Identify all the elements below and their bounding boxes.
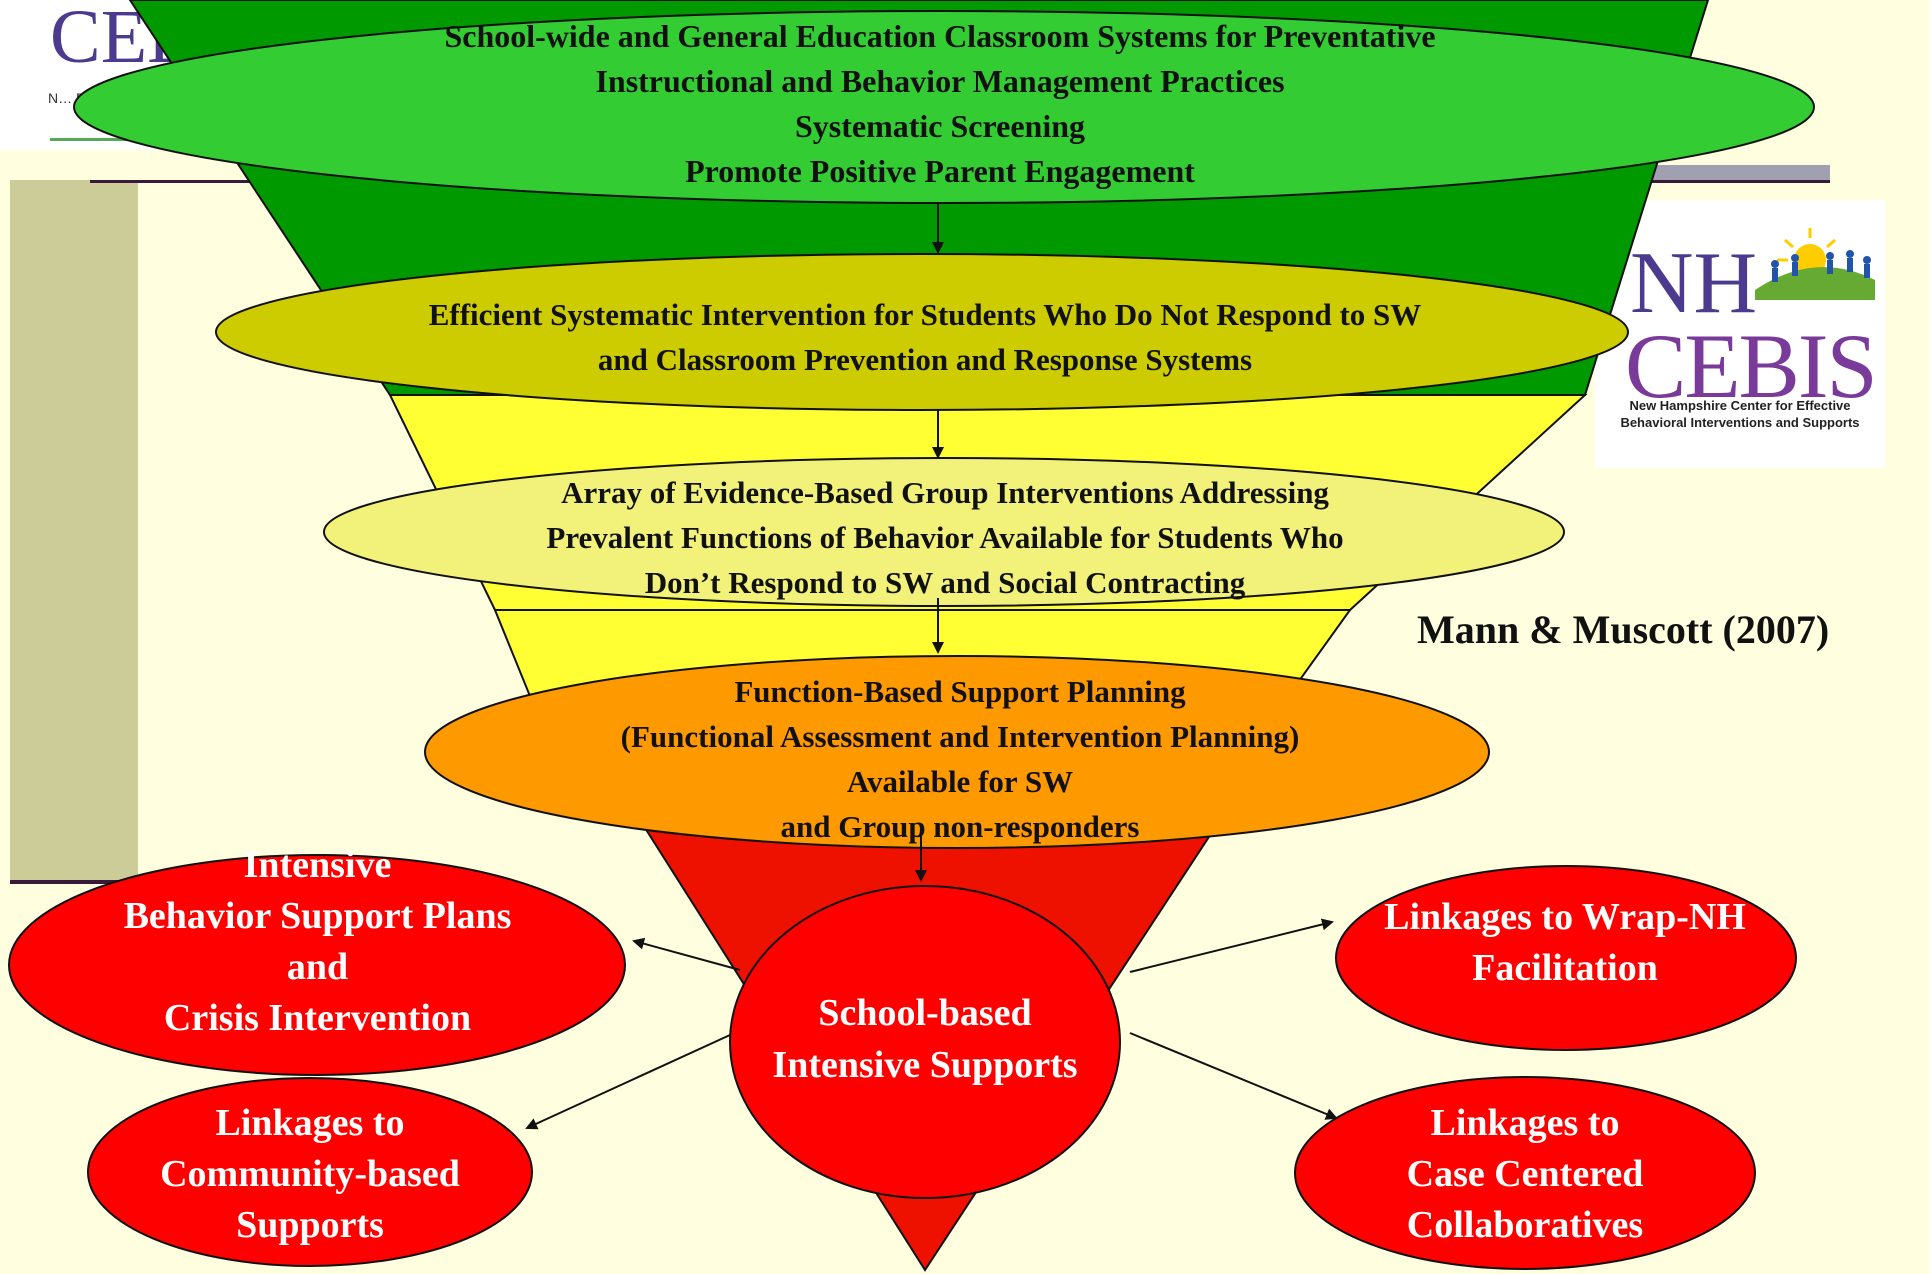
satellite-top-right [1335, 865, 1797, 1051]
tier-2-line: and Classroom Prevention and Response Sy… [597, 342, 1253, 377]
satellite-line: Collaboratives [1406, 1204, 1644, 1246]
satellite-line: Linkages to [1430, 1102, 1620, 1144]
satellite-line: Linkages to Wrap-NH [1384, 896, 1746, 938]
tier-2-line: Efficient Systematic Intervention for St… [428, 297, 1422, 332]
logo-subtitle-2: Behavioral Interventions and Supports [1620, 415, 1860, 430]
satellite-line: Intensive [243, 844, 392, 886]
logo-cebis-text: CEBIS [1625, 315, 1878, 417]
center-node-text: School-based Intensive Supports [730, 987, 1120, 1091]
satellite-line: Crisis Intervention [163, 997, 472, 1039]
tier-2-ellipse [215, 253, 1629, 411]
slide-sidebar [10, 180, 138, 880]
tier-3-text: Array of Evidence-Based Group Interventi… [350, 470, 1540, 605]
arrow-to-bottom-right [1129, 1032, 1338, 1120]
logo-subtitle-1: New Hampshire Center for Effective [1629, 398, 1851, 413]
tier-4-line: and Group non-responders [780, 809, 1140, 844]
sun-people-icon [1755, 228, 1875, 300]
tier-3-line: Array of Evidence-Based Group Interventi… [561, 475, 1329, 510]
tier-4-line: (Functional Assessment and Intervention … [620, 719, 1300, 754]
cebis-logo-rule [50, 138, 180, 141]
tier-1-line: Systematic Screening [794, 108, 1086, 144]
satellite-line: Supports [236, 1204, 384, 1246]
center-node-line: Intensive Supports [772, 1044, 1078, 1086]
satellite-bottom-left-text: Linkages to Community-based Supports [95, 1098, 525, 1251]
arrow-to-top-left [632, 937, 741, 971]
arrow-to-top-right [1129, 918, 1334, 973]
sidebar-rule [10, 880, 160, 884]
satellite-bottom-left [87, 1077, 533, 1267]
tier-1-line: Promote Positive Parent Engagement [685, 153, 1195, 189]
satellite-line: Behavior Support Plans [123, 895, 512, 937]
nh-cebis-logo: NH CEBIS New Hampshire Center for Effect… [1595, 200, 1885, 468]
satellite-line: Facilitation [1472, 947, 1658, 989]
satellite-line: Community-based [160, 1153, 460, 1195]
satellite-bottom-right [1294, 1076, 1756, 1270]
citation: Mann & Muscott (2007) [1417, 607, 1830, 652]
logo-nh-text: NH [1630, 235, 1758, 332]
center-node-line: School-based [818, 992, 1032, 1034]
tier-4-line: Available for SW [846, 764, 1074, 799]
tier-1-line: Instructional and Behavior Management Pr… [595, 63, 1285, 99]
satellite-top-right-text: Linkages to Wrap-NH Facilitation [1340, 892, 1790, 994]
satellite-top-left-text: Intensive Behavior Support Plans and Cri… [50, 840, 585, 1044]
tier-1-ellipse [73, 10, 1815, 204]
tier-4-ellipse [424, 655, 1490, 849]
satellite-top-left [8, 854, 626, 1076]
tier-3-ellipse [323, 457, 1565, 607]
arrow-to-bottom-left [525, 1034, 731, 1130]
tier-3-line: Prevalent Functions of Behavior Availabl… [546, 520, 1344, 555]
satellite-line: and [286, 946, 349, 988]
tier-4-text: Function-Based Support Planning (Functio… [450, 669, 1470, 849]
tier-4-line: Function-Based Support Planning [734, 674, 1186, 709]
tier-1-text: School-wide and General Education Classr… [200, 14, 1680, 194]
satellite-bottom-right-text: Linkages to Case Centered Collaboratives [1300, 1098, 1750, 1251]
tier-2-text: Efficient Systematic Intervention for St… [250, 292, 1600, 382]
tier-1-line: School-wide and General Education Classr… [444, 18, 1436, 54]
satellite-line: Case Centered [1406, 1153, 1644, 1195]
satellite-line: Linkages to [215, 1102, 405, 1144]
tier-3-line: Don’t Respond to SW and Social Contracti… [644, 565, 1246, 600]
center-node [729, 885, 1121, 1199]
